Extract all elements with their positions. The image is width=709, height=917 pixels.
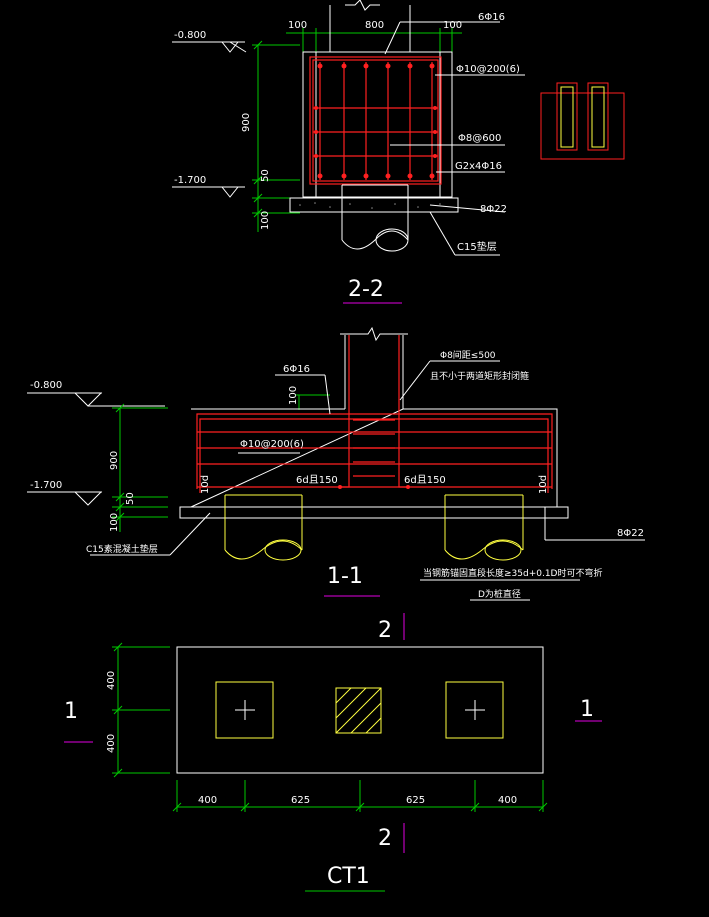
- cushion-hatch: [299, 202, 441, 209]
- dim-50: 50: [260, 169, 271, 182]
- leaders-1-1: [90, 360, 645, 601]
- leaders-2-2: [384, 21, 525, 256]
- plan-title: CT1: [327, 864, 370, 889]
- cap-outline-1-1: [179, 408, 569, 519]
- dim-900: 900: [241, 113, 252, 132]
- plan-vertical-dimension: [112, 642, 170, 778]
- dim-100-left: 100: [288, 20, 307, 31]
- dim-100-1-1: 100: [109, 513, 120, 532]
- plan-dim-h1: 400: [198, 795, 217, 806]
- cushion-layer: [289, 197, 459, 213]
- label-cushion-1-1: C15素混凝土垫层: [86, 543, 158, 555]
- plan-dim-h3: 625: [406, 795, 425, 806]
- label-anchor-left: 6d且150: [296, 474, 338, 486]
- note-anchor: 当钢筋锚固直段长度≥35d+0.1D时可不弯折: [423, 567, 603, 579]
- elevation-marker-bottom: -1.700: [172, 175, 245, 198]
- rebar-dots-1-1: [338, 485, 410, 489]
- section-mark-top: 2: [378, 618, 392, 643]
- dim-50-1-1: 50: [125, 492, 136, 505]
- note-spacing-1: Φ8间距≤500: [440, 349, 496, 361]
- elevation-marker-bottom-1-1: -1.700: [27, 480, 103, 506]
- plan-dim-v2: 400: [106, 734, 117, 753]
- column-stub-1-1: [340, 326, 408, 409]
- pile-left-1-1: [224, 494, 303, 561]
- column-plan: [335, 687, 382, 734]
- plan-horizontal-dimension: [172, 780, 548, 812]
- section-title-1-1: 1-1: [327, 564, 363, 589]
- plan-ct1: 2 2 1 1: [64, 613, 602, 892]
- note-spacing-2: 且不小于两道矩形封闭箍: [430, 370, 529, 382]
- label-cushion: C15垫层: [457, 240, 497, 253]
- dim-100-top-1-1: 100: [288, 386, 299, 405]
- label-top-bars-1-1: 6Φ16: [283, 364, 310, 375]
- rebar-cage: [309, 56, 442, 185]
- rebar-dots: [314, 63, 437, 179]
- stirrup-detail: [540, 82, 625, 160]
- label-stirrup-1-1: Φ10@200(6): [240, 439, 304, 450]
- plan-dim-v1: 400: [106, 671, 117, 690]
- column-stub: [329, 0, 411, 52]
- pile-right-plan: [445, 681, 504, 739]
- elevation-marker-top: -0.800: [172, 30, 247, 53]
- label-hook-right: 10d: [538, 475, 549, 494]
- section-2-2: -0.800 -1.700 900 50 100: [172, 0, 625, 304]
- horizontal-dimension-top: [286, 28, 462, 60]
- label-side-bars: G2x4Φ16: [455, 161, 502, 172]
- label-top-bars: 6Φ16: [478, 12, 505, 23]
- label-mid-bar: Φ8@600: [458, 133, 501, 144]
- pile-right-1-1: [444, 494, 524, 561]
- pile-2-2: [341, 184, 409, 252]
- elevation-marker-top-1-1: -0.800: [27, 380, 165, 407]
- elevation-top-label-1-1: -0.800: [30, 380, 62, 391]
- section-mark-right: 1: [580, 697, 594, 722]
- section-1-1: -0.800 -1.700 900 50 100 100: [27, 326, 645, 601]
- vertical-dimension-1-1: [112, 394, 330, 532]
- rebar-1-1: [196, 335, 553, 493]
- label-stirrup: Φ10@200(6): [456, 64, 520, 75]
- elevation-bottom-label: -1.700: [174, 175, 206, 186]
- vertical-dimension-chain: [252, 40, 300, 232]
- elevation-bottom-label-1-1: -1.700: [30, 480, 62, 491]
- dim-900-1-1: 900: [109, 451, 120, 470]
- note-d: D为桩直径: [478, 588, 521, 600]
- plan-dim-h2: 625: [291, 795, 310, 806]
- label-bottom-bars: 8Φ22: [480, 204, 507, 215]
- section-mark-bottom: 2: [378, 826, 392, 851]
- label-bottom-bars-1-1: 8Φ22: [617, 528, 644, 539]
- elevation-top-label: -0.800: [174, 30, 206, 41]
- dim-100-right: 100: [443, 20, 462, 31]
- plan-dim-h4: 400: [498, 795, 517, 806]
- section-mark-left: 1: [64, 699, 78, 724]
- pile-left-plan: [215, 681, 274, 739]
- dim-100: 100: [260, 211, 271, 230]
- dim-800: 800: [365, 20, 384, 31]
- label-hook-left: 10d: [200, 475, 211, 494]
- label-anchor-right: 6d且150: [404, 474, 446, 486]
- section-title-2-2: 2-2: [348, 277, 384, 302]
- cap-plan-outline: [176, 646, 544, 774]
